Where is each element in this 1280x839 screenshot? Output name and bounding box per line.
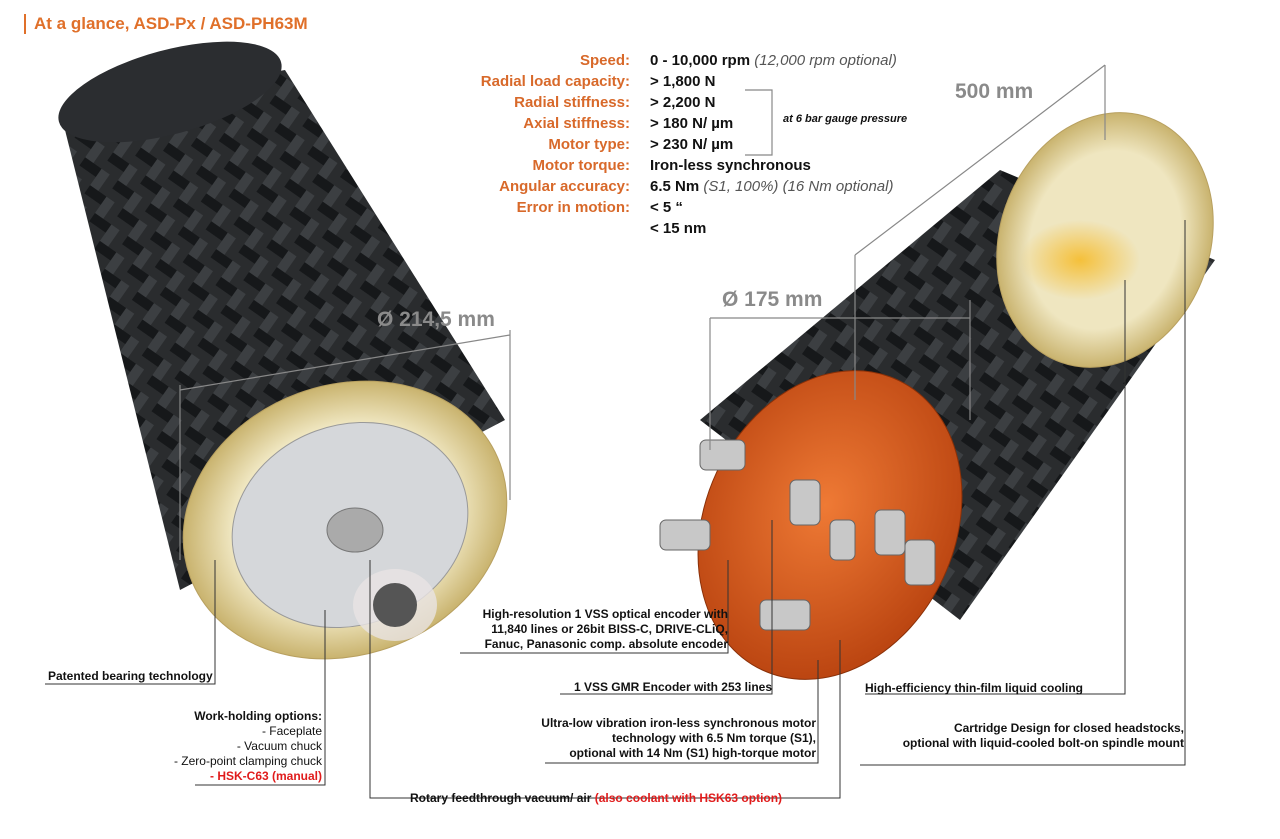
spec-label: Speed:	[579, 52, 630, 69]
callout-optical-encoder: High-resolution 1 VSS optical encoder wi…	[482, 607, 728, 651]
callout-rotary: Rotary feedthrough vacuum/ air (also coo…	[410, 791, 783, 805]
dimension-lines	[179, 64, 1106, 560]
callout-motor: Ultra-low vibration iron-less synchronou…	[541, 716, 816, 760]
spec-value: 0 - 10,000 rpm (12,000 rpm optional)	[650, 52, 897, 69]
spec-label: Motor torque:	[532, 157, 630, 174]
page-title: At a glance, ASD-Px / ASD-PH63M	[24, 14, 308, 34]
callout-lines	[45, 220, 1186, 799]
callout-gmr-encoder: 1 VSS GMR Encoder with 253 lines	[573, 680, 772, 694]
left-diameter-dimension: Ø 214,5 mm	[377, 308, 495, 331]
length-dimension: 500 mm	[955, 80, 1034, 103]
spec-label: Radial stiffness:	[514, 94, 630, 111]
spec-value: < 5 “	[650, 199, 683, 216]
spec-value: Iron-less synchronous	[650, 157, 811, 174]
callout-cooling: High-efficiency thin-film liquid cooling	[865, 681, 1083, 695]
bracket-note: at 6 bar gauge pressure	[783, 113, 908, 125]
left-spindle	[58, 41, 508, 660]
spec-label: Error in motion:	[516, 199, 630, 216]
spec-value: < 15 nm	[650, 220, 707, 237]
callout-bearing: Patented bearing technology	[48, 669, 213, 683]
callout-cartridge: Cartridge Design for closed headstocks,o…	[902, 721, 1184, 750]
spec-value: > 180 N/ µm	[650, 115, 734, 132]
right-spindle	[659, 112, 1215, 680]
spec-value: > 2,200 N	[650, 94, 716, 111]
spec-value: > 1,800 N	[650, 73, 716, 90]
spec-label: Motor type:	[548, 136, 630, 153]
right-diameter-dimension: Ø 175 mm	[722, 288, 823, 311]
spec-label: Axial stiffness:	[523, 115, 630, 132]
callout-workholding: Work-holding options: - Faceplate - Vacu…	[173, 709, 322, 783]
spec-label: Radial load capacity:	[480, 73, 630, 90]
spec-value: 6.5 Nm (S1, 100%) (16 Nm optional)	[650, 178, 894, 195]
spec-value: > 230 N/ µm	[650, 136, 734, 153]
spec-label: Angular accuracy:	[499, 178, 630, 195]
